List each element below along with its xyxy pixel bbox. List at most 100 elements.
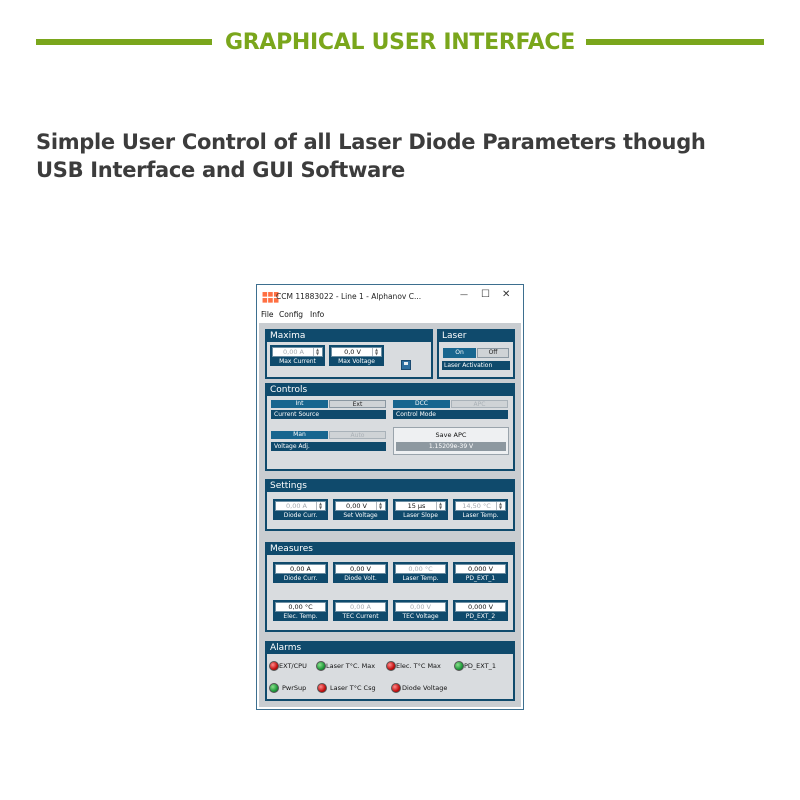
- alarm-led-green-icon: [269, 683, 279, 693]
- voltage-adj-label: Voltage Adj.: [271, 442, 386, 451]
- save-apc-button[interactable]: Save APC 1.15209e-39 V: [393, 427, 509, 455]
- settings-field: 0,00 V ▲▼ Set Voltage: [333, 499, 388, 520]
- floppy-disk-icon[interactable]: [401, 360, 411, 370]
- pd-ext-2-readout: 0,000 V: [455, 602, 506, 612]
- alarm-label: PD_EXT_1: [464, 662, 496, 670]
- measure-field: 0,00 °C Elec. Temp.: [273, 600, 328, 621]
- measures-title: Measures: [267, 544, 513, 555]
- app-icon: ■■■■■■: [262, 291, 280, 304]
- laser-off-button[interactable]: Off: [477, 348, 509, 358]
- max-voltage-field: 0,0 V ▲▼ Max Voltage: [329, 345, 384, 366]
- save-apc-label: Save APC: [435, 431, 467, 439]
- alarm-label: Laser T°C Csg: [330, 684, 376, 692]
- menu-file[interactable]: File: [261, 310, 274, 319]
- window-client-area: Maxima 0,00 A ▲▼ Max Current 0,0 V ▲▼ Max …: [259, 323, 521, 707]
- minimize-icon[interactable]: —: [460, 290, 468, 299]
- measure-label: Diode Volt.: [344, 575, 377, 582]
- spinner-icon[interactable]: ▲▼: [376, 502, 384, 510]
- measure-label: PD_EXT_2: [465, 613, 496, 620]
- window-title: CCM 11883022 - Line 1 - Alphanov C...: [276, 292, 422, 301]
- max-voltage-label: Max Voltage: [338, 358, 375, 365]
- controls-title: Controls: [267, 385, 513, 396]
- settings-field: 15 µs ▲▼ Laser Slope: [393, 499, 448, 520]
- alarm-led-green-icon: [316, 661, 326, 671]
- measures-panel: Measures 0,00 A Diode Curr. 0,00 V Diode…: [265, 542, 515, 632]
- menu-info[interactable]: Info: [310, 310, 325, 319]
- tec-voltage-readout: 0,00 V: [395, 602, 446, 612]
- control-mode-dcc-button[interactable]: DCC: [393, 400, 450, 408]
- settings-panel: Settings 0,00 A ▲▼ Diode Curr. 0,00 V ▲▼ S…: [265, 479, 515, 531]
- set-voltage-value: 0,00 V: [346, 502, 367, 510]
- spinner-icon[interactable]: ▲▼: [313, 348, 321, 356]
- laser-temp-value: 14,50 °C: [462, 502, 491, 510]
- laser-title: Laser: [439, 331, 513, 342]
- measure-field: 0,000 V PD_EXT_1: [453, 562, 508, 583]
- alarm-led-red-icon: [386, 661, 396, 671]
- elec-temp-readout: 0,00 °C: [275, 602, 326, 612]
- laser-temp-input[interactable]: 14,50 °C ▲▼: [455, 501, 506, 511]
- alarm-label: PwrSup: [282, 684, 307, 692]
- alarm-label: Laser T°C. Max: [326, 662, 376, 670]
- close-icon[interactable]: ✕: [502, 289, 511, 300]
- menu-config[interactable]: Config: [279, 310, 304, 319]
- laser-on-button[interactable]: On: [443, 348, 476, 358]
- diode-current-label: Diode Curr.: [283, 512, 318, 519]
- measure-field: 0,00 V TEC Voltage: [393, 600, 448, 621]
- maxima-title: Maxima: [267, 331, 431, 342]
- max-voltage-input[interactable]: 0,0 V ▲▼: [331, 347, 382, 357]
- alarm-label: Diode Voltage: [402, 684, 448, 692]
- spinner-icon[interactable]: ▲▼: [372, 348, 380, 356]
- alarms-panel: Alarms EXT/CPU Laser T°C. Max Elec. T°C …: [265, 641, 515, 701]
- voltage-adj-man-button[interactable]: Man: [271, 431, 328, 439]
- app-window: ■■■■■■ CCM 11883022 - Line 1 - Alphanov …: [256, 284, 524, 710]
- measure-field: 0,00 A Diode Curr.: [273, 562, 328, 583]
- page-subtitle: Simple User Control of all Laser Diode P…: [36, 130, 706, 182]
- save-apc-value: 1.15209e-39 V: [396, 442, 506, 451]
- settings-field: 14,50 °C ▲▼ Laser Temp.: [453, 499, 508, 520]
- measure-label: TEC Voltage: [402, 613, 439, 620]
- laser-slope-value: 15 µs: [407, 502, 426, 510]
- measure-label: Diode Curr.: [283, 575, 318, 582]
- measure-field: 0,000 V PD_EXT_2: [453, 600, 508, 621]
- measure-label: TEC Current: [342, 613, 379, 620]
- alarm-led-red-icon: [317, 683, 327, 693]
- max-current-label: Max Current: [279, 358, 316, 365]
- current-source-ext-button[interactable]: Ext: [329, 400, 386, 408]
- laser-slope-input[interactable]: 15 µs ▲▼: [395, 501, 446, 511]
- set-voltage-label: Set Voltage: [343, 512, 378, 519]
- max-current-input[interactable]: 0,00 A ▲▼: [272, 347, 323, 357]
- spinner-icon[interactable]: ▲▼: [436, 502, 444, 510]
- page-title: GRAPHICAL USER INTERFACE: [224, 30, 575, 55]
- alarm-label: Elec. T°C Max: [396, 662, 441, 670]
- spinner-icon[interactable]: ▲▼: [496, 502, 504, 510]
- set-voltage-input[interactable]: 0,00 V ▲▼: [335, 501, 386, 511]
- alarms-title: Alarms: [267, 643, 513, 654]
- measure-field: 0,00 V Diode Volt.: [333, 562, 388, 583]
- current-source-int-button[interactable]: Int: [271, 400, 328, 408]
- window-titlebar[interactable]: ■■■■■■ CCM 11883022 - Line 1 - Alphanov …: [257, 285, 523, 309]
- maximize-icon[interactable]: ☐: [481, 289, 490, 300]
- max-current-value: 0,00 A: [283, 348, 304, 356]
- max-current-field: 0,00 A ▲▼ Max Current: [270, 345, 325, 366]
- measure-label: Elec. Temp.: [283, 613, 318, 620]
- voltage-adj-auto-button[interactable]: Auto: [329, 431, 386, 439]
- control-mode-label: Control Mode: [393, 410, 508, 419]
- tec-current-readout: 0,00 A: [335, 602, 386, 612]
- max-voltage-value: 0,0 V: [344, 348, 361, 356]
- diode-current-value: 0,00 A: [286, 502, 307, 510]
- laser-panel: Laser On Off Laser Activation: [437, 329, 515, 379]
- control-mode-apc-button[interactable]: APC: [451, 400, 508, 408]
- laser-temp-label: Laser Temp.: [462, 512, 499, 519]
- measure-label: Laser Temp.: [402, 575, 439, 582]
- diode-current-input[interactable]: 0,00 A ▲▼: [275, 501, 326, 511]
- laser-slope-label: Laser Slope: [403, 512, 438, 519]
- pd-ext-1-readout: 0,000 V: [455, 564, 506, 574]
- diode-voltage-readout: 0,00 V: [335, 564, 386, 574]
- controls-panel: Controls Int Ext Current Source DCC APC …: [265, 383, 515, 471]
- settings-title: Settings: [267, 481, 513, 492]
- spinner-icon[interactable]: ▲▼: [316, 502, 324, 510]
- measure-field: 0,00 °C Laser Temp.: [393, 562, 448, 583]
- laser-temp-readout: 0,00 °C: [395, 564, 446, 574]
- alarm-led-red-icon: [269, 661, 279, 671]
- measure-field: 0,00 A TEC Current: [333, 600, 388, 621]
